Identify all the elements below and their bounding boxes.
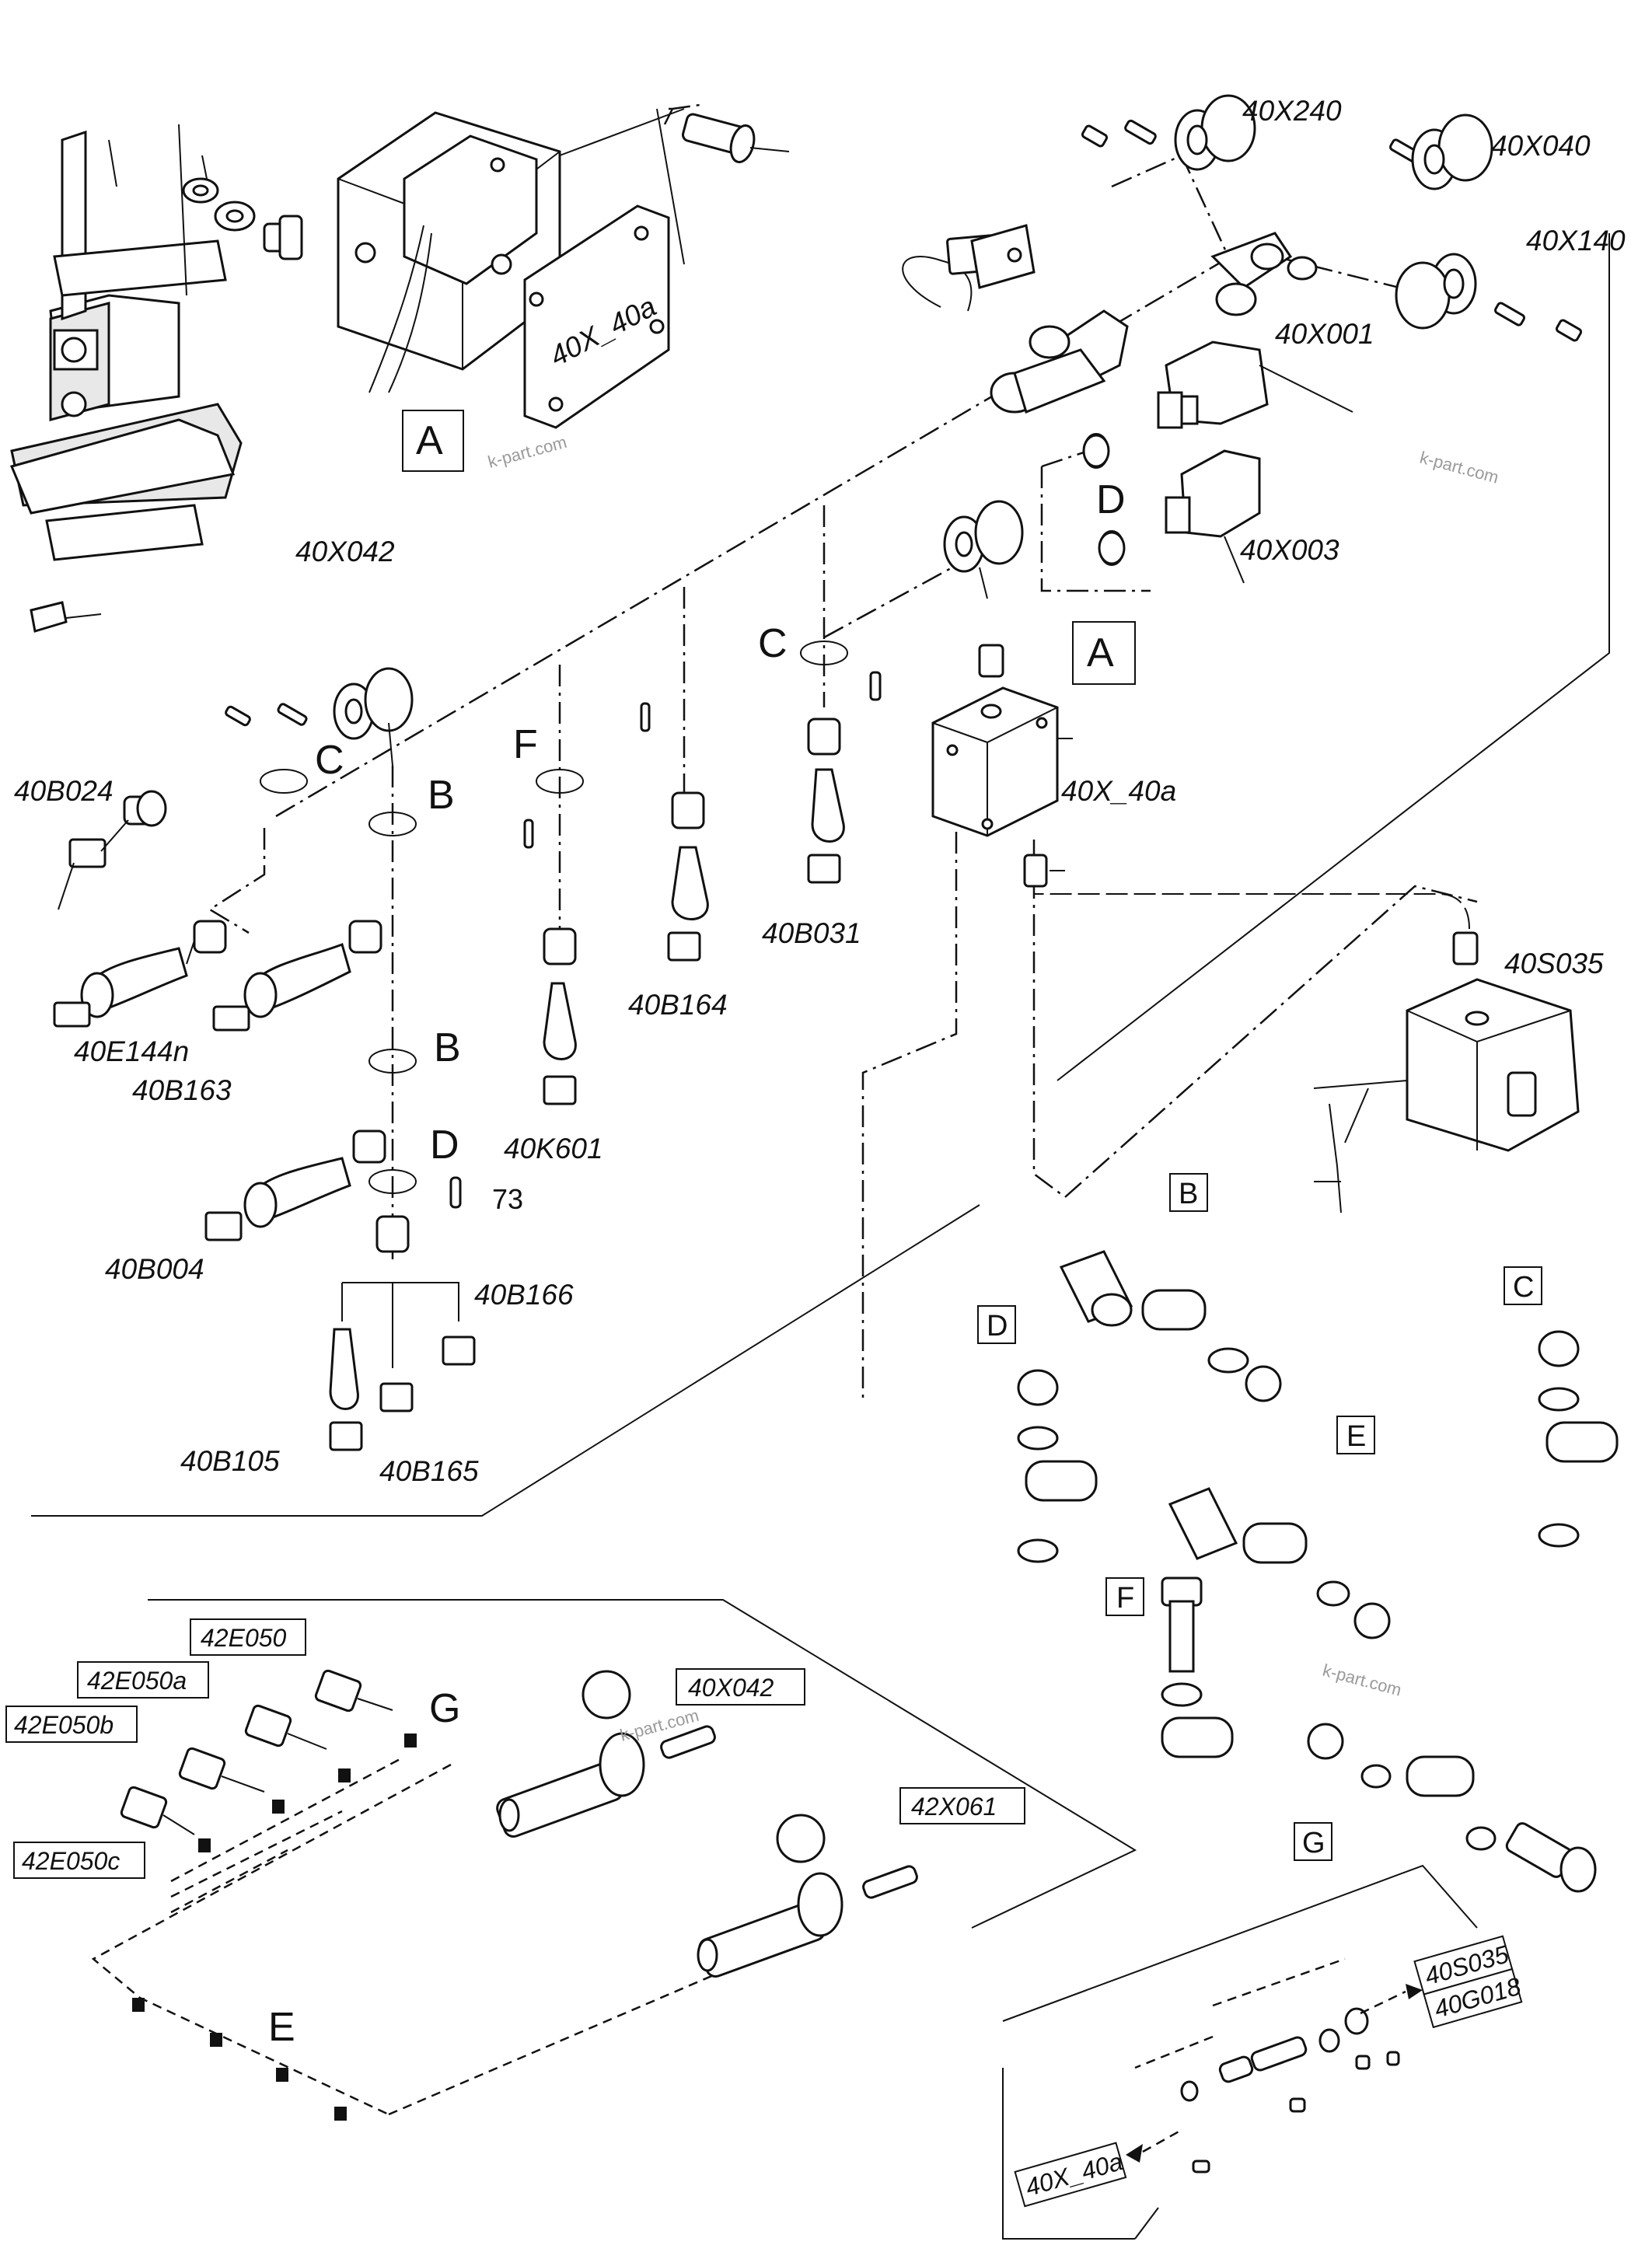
label-40x001: 40X001 [1275,318,1374,350]
letter-d-left: D [430,1123,459,1168]
label-40b163: 40B163 [132,1074,232,1106]
sensor-40b164 [640,702,709,962]
label-40x042: 40X042 [295,536,395,567]
connectors-42e050-group [120,1669,417,2121]
boxed-42e050b: 42E050b [14,1711,114,1739]
connector-40x003-lower [1098,449,1261,584]
connector-40x003-upper [1082,340,1353,468]
cable-tie [902,224,1036,312]
sensor-40b024 [58,790,167,910]
letter-b-upper: B [428,773,455,818]
junction-box-40x40a [869,644,1073,888]
clamp-detail-d [1017,1369,1098,1563]
junction-box-lid [523,204,670,429]
watermark-2: k-part.com [1418,448,1501,487]
detail-g: G [1302,1827,1325,1859]
solenoid-40s035 [1034,893,1580,1152]
label-40b031: 40B031 [762,917,861,949]
guide-lines [31,154,1610,2240]
letter-d-top: D [1096,477,1126,522]
sensor-40b163 [212,920,382,1032]
watermark-3: k-part.com [1321,1660,1404,1700]
label-40b105: 40B105 [180,1445,280,1477]
boxed-42x061: 42X061 [911,1793,997,1821]
letter-c-middle: C [758,621,788,666]
valve-block-assembly [9,124,243,633]
connector-40x140 [1395,253,1583,342]
letter-b-lower: B [434,1025,461,1070]
sensors-40b105-40b165-40b166 [329,1176,476,1451]
sensor-40e144n [53,920,227,1028]
watermarks: k-part.com k-part.com k-part.com k-part.… [486,432,1501,1745]
letter-c-left: C [315,738,344,783]
clamp-detail-b [1059,1250,1282,1402]
clamp-detail-f [1161,1576,1234,1758]
label-40k601: 40K601 [504,1133,603,1164]
small-parts-bottom-right [1126,1984,1423,2173]
boxed-42e050c: 42E050c [22,1847,120,1875]
clamp-detail-g [1307,1723,1597,1893]
detail-e: E [1346,1420,1366,1453]
section-letters: A A C C D D B B F G E [268,410,1136,2050]
letter-a-top: A [416,418,443,463]
watermark-1: k-part.com [486,432,569,472]
detail-box-letters: B C D E F G [977,1173,1542,1861]
connector-middle [943,500,1024,599]
label-40s035: 40S035 [1504,948,1604,979]
label-40x140: 40X140 [1526,225,1626,257]
o-rings [260,433,1125,1194]
plug-42x061 [697,1814,918,1978]
boxed-42e050a: 42E050a [87,1667,187,1695]
label-40x003: 40X003 [1240,534,1339,566]
label-73: 73 [492,1183,523,1215]
label-40b024: 40B024 [14,775,114,807]
label-40b164: 40B164 [628,989,728,1021]
label-40x40a: 40X_40a [1061,775,1176,807]
letter-e: E [268,2005,295,2050]
y-connector-40x001 [990,232,1318,414]
detail-f: F [1116,1582,1134,1615]
label-40b165: 40B165 [379,1455,479,1487]
connectors-top-left [225,667,414,766]
clamp-detail-e [1168,1487,1391,1639]
label-40x040: 40X040 [1491,130,1591,162]
screw-top [663,103,790,163]
label-40b004: 40B004 [105,1253,204,1285]
label-40e144n: 40E144n [74,1035,189,1067]
connector-40x040 [1389,113,1493,190]
washer-set-top [182,177,303,260]
sensor-40b004 [204,1130,386,1241]
connector-40x240 [1081,94,1256,171]
clamp-detail-c [1538,1330,1619,1548]
detail-d: D [987,1310,1008,1342]
boxed-42e050: 42E050 [201,1624,287,1652]
letter-g: G [429,1686,460,1731]
letter-f: F [513,722,538,767]
sensor-40b031 [807,718,845,884]
sensor-40k601 [523,819,577,1105]
detail-b: B [1179,1178,1198,1210]
label-40b166: 40B166 [474,1279,574,1311]
plug-40x042 [496,1670,716,1838]
detail-c: C [1513,1271,1534,1304]
junction-box-open [337,108,685,393]
label-40x240: 40X240 [1242,95,1342,127]
boxed-40x042: 40X042 [688,1674,774,1702]
letter-a-middle: A [1087,630,1114,676]
